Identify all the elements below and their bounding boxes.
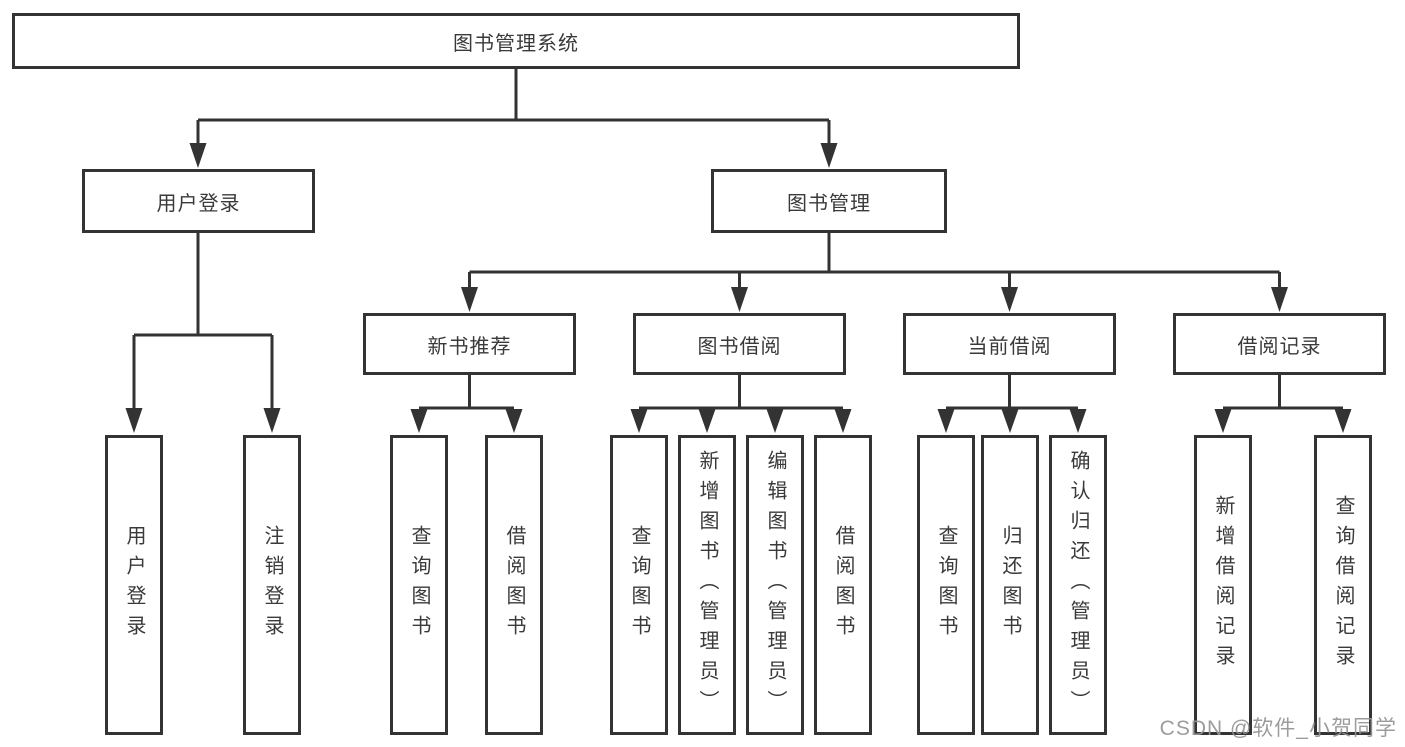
node-label: 借阅记录 [1237,335,1322,358]
leaf-query-borrow-record: 查询借阅记录 [1314,435,1372,735]
connector-new-book-recommendation-to-leaves [410,375,523,433]
leaf-query-books-recommend: 查询图书 [390,435,448,735]
node-label: 新增图书（管理员） [696,450,718,720]
connector-borrowing-records-to-leaves [1214,375,1352,433]
node-label: 图书管理 [787,192,871,215]
leaf-add-books-admin: 新增图书（管理员） [678,435,736,735]
node-book-borrowing: 图书借阅 [633,313,846,375]
node-label: 确认归还（管理员） [1067,450,1089,720]
node-book-management: 图书管理 [711,169,947,233]
node-label: 用户登录 [156,192,241,215]
csdn-watermark: CSDN @软件_小贺同学 [1159,717,1397,740]
leaf-edit-books-admin: 编辑图书（管理员） [746,435,804,735]
node-label: 图书借阅 [697,335,782,358]
node-label: 归还图书 [999,525,1021,645]
node-current-borrowing: 当前借阅 [903,313,1116,375]
leaf-query-books-borrowing: 查询图书 [610,435,668,735]
leaf-query-books-current: 查询图书 [917,435,975,735]
node-label: 查询图书 [628,525,650,645]
connector-current-borrowing-to-leaves [937,375,1087,433]
node-library-system: 图书管理系统 [12,13,1020,69]
connector-user-login-to-leaves [125,233,281,433]
node-label: 查询图书 [935,525,957,645]
node-label: 借阅图书 [832,525,854,645]
leaf-borrow-books-recommend: 借阅图书 [485,435,543,735]
node-label: 注销登录 [261,525,283,645]
node-label: 新增借阅记录 [1212,495,1234,675]
node-label: 图书管理系统 [453,32,579,55]
node-label: 查询图书 [408,525,430,645]
node-label: 当前借阅 [967,335,1052,358]
leaf-user-login: 用户登录 [105,435,163,735]
leaf-logout: 注销登录 [243,435,301,735]
node-label: 新书推荐 [427,335,512,358]
leaf-add-borrow-record: 新增借阅记录 [1194,435,1252,735]
node-label: 编辑图书（管理员） [764,450,786,720]
node-label: 查询借阅记录 [1332,495,1354,675]
node-label: 借阅图书 [503,525,525,645]
connector-book-borrowing-to-leaves [630,375,852,433]
node-new-book-recommendation: 新书推荐 [363,313,576,375]
leaf-return-books: 归还图书 [981,435,1039,735]
leaf-confirm-return-admin: 确认归还（管理员） [1049,435,1107,735]
node-label: 用户登录 [123,525,145,645]
node-user-login: 用户登录 [82,169,315,233]
connector-book-management-to-level3 [461,233,1288,312]
leaf-borrow-books: 借阅图书 [814,435,872,735]
connector-root-to-level2 [189,69,838,168]
node-borrowing-records: 借阅记录 [1173,313,1386,375]
